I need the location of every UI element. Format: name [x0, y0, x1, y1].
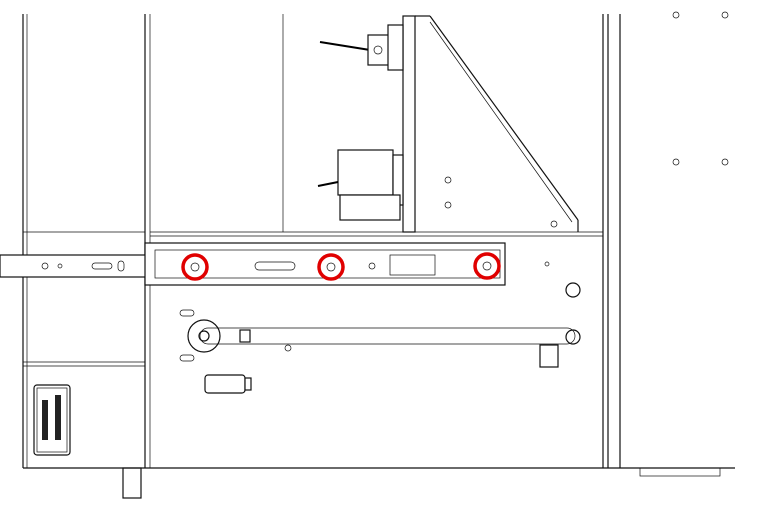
slide-rail — [0, 242, 581, 298]
frame — [22, 14, 735, 499]
belt-drive — [179, 309, 581, 394]
motor — [317, 149, 404, 221]
fastener-highlight-2 — [317, 253, 345, 281]
panel-screws — [672, 11, 729, 166]
highlighted-fasteners — [181, 252, 501, 281]
sensor-bracket — [319, 24, 404, 71]
gusset-plate — [402, 15, 579, 233]
fastener-highlight-1 — [181, 253, 209, 281]
fastener-highlight-3 — [473, 252, 501, 280]
label-plate — [33, 384, 71, 456]
